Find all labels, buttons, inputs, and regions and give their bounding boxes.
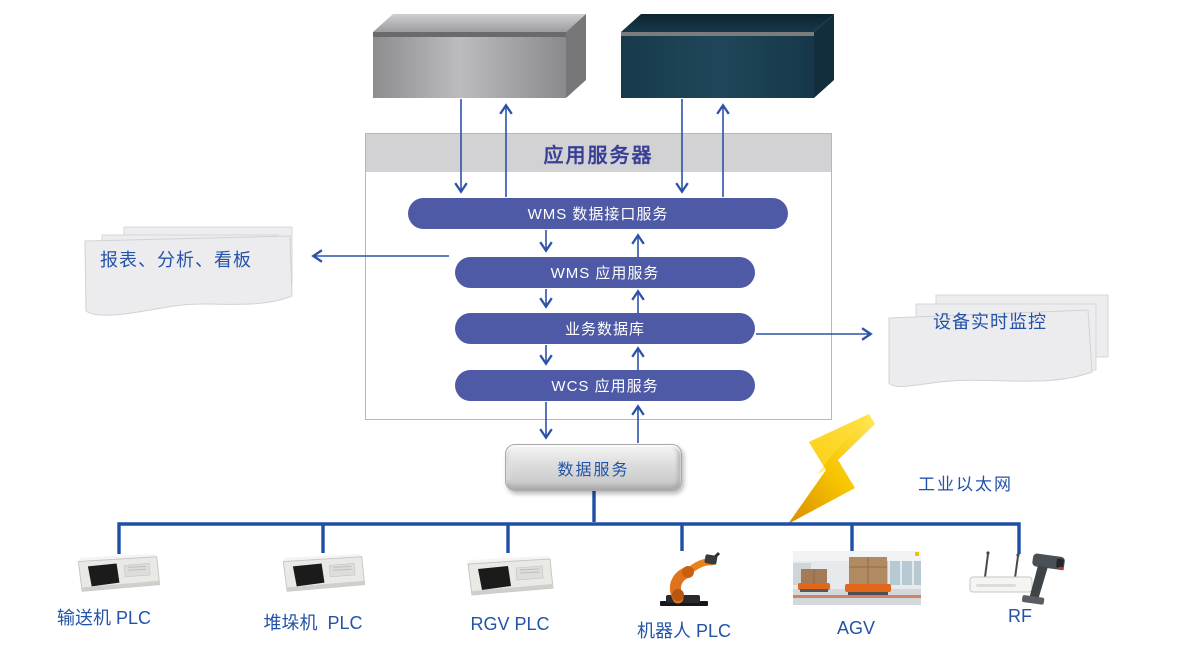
rf-label: RF: [1008, 606, 1032, 626]
reports-analysis-dashboard-label: 报表、分析、看板: [100, 250, 252, 270]
agv-label: AGV: [836, 618, 876, 638]
device-realtime-monitoring-label: 设备实时监控: [933, 312, 1047, 332]
stacker-plc-label: 堆垛机 PLC: [263, 613, 363, 633]
mes-system-box: [621, 14, 834, 98]
industrial-ethernet-label: 工业以太网: [918, 475, 1013, 494]
conveyor-plc-icon: [77, 553, 161, 592]
rgv-plc-icon: [467, 556, 554, 596]
lightning-icon: [788, 414, 875, 524]
conveyor-plc-label: 输送机 PLC: [56, 608, 152, 628]
erp-system-box: [373, 14, 586, 98]
application-server-container: 应用服务器: [365, 133, 832, 420]
data-service-box: 数据服务: [505, 444, 682, 491]
stacker-plc-icon: [282, 553, 366, 592]
agv-photo-icon: [793, 551, 921, 605]
robot-arm-icon: [660, 551, 720, 606]
wms-application-service: WMS 应用服务: [455, 257, 755, 288]
wms-data-interface-service: WMS 数据接口服务: [408, 198, 788, 229]
rgv-plc-label: RGV PLC: [470, 614, 550, 634]
ethernet-bus-line: [117, 491, 1021, 554]
monitoring-paper-stack-icon: [888, 294, 1109, 388]
report-paper-stack-icon: [84, 226, 293, 316]
rf-terminal-icon: [969, 551, 1065, 605]
application-server-title: 应用服务器: [366, 134, 831, 172]
wcs-application-service: WCS 应用服务: [455, 370, 755, 401]
robot-plc-label: 机器人 PLC: [636, 621, 732, 641]
business-database: 业务数据库: [455, 313, 755, 344]
